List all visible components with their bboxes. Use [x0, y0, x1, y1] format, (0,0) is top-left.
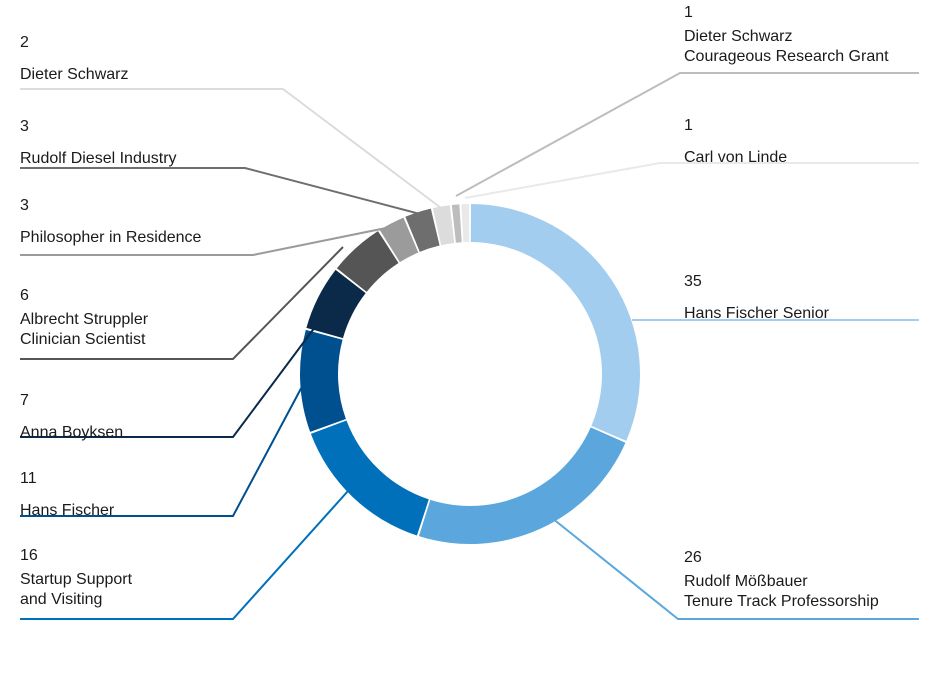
donut-slice-11	[461, 204, 470, 243]
donut-slice-5	[306, 269, 366, 339]
slice-value: 35	[684, 273, 702, 290]
slice-value: 7	[20, 392, 29, 409]
slice-value: 1	[684, 117, 693, 134]
slice-value: 16	[20, 547, 38, 564]
donut-slice-8	[405, 208, 440, 252]
leader-line-4	[20, 380, 306, 517]
slice-name-line: Carl von Linde	[684, 149, 788, 166]
slice-name-line: Courageous Research Grant	[684, 48, 889, 65]
donut-slice-9	[432, 205, 455, 246]
leader-line-9	[20, 88, 442, 209]
donut-slice-10	[451, 204, 462, 243]
leader-line-8	[20, 167, 421, 215]
slice-name-line: Rudolf Diesel Industry	[20, 150, 177, 167]
slice-name-line: Philosopher in Residence	[20, 229, 202, 246]
donut-slice-2	[418, 427, 626, 544]
slice-name-line: and Visiting	[20, 591, 103, 608]
leader-line-7	[20, 227, 387, 256]
leader-line-2	[551, 517, 919, 620]
slice-name-line: Dieter Schwarz	[20, 66, 129, 83]
slice-value: 3	[20, 118, 29, 135]
slice-name-line: Startup Support	[20, 571, 133, 588]
slice-name-line: Dieter Schwarz	[684, 28, 793, 45]
slice-name-line: Albrecht Struppler	[20, 311, 149, 328]
slice-value: 26	[684, 549, 702, 566]
donut-slice-3	[310, 420, 429, 536]
leader-line-3	[20, 490, 349, 620]
donut-slice-1	[470, 204, 640, 441]
leader-line-6	[20, 246, 344, 360]
slice-value: 1	[684, 4, 693, 21]
slice-name-line: Tenure Track Professorship	[684, 593, 879, 610]
slice-value: 6	[20, 287, 29, 304]
slice-name-line: Hans Fischer	[20, 502, 115, 519]
leader-line-5	[20, 310, 328, 438]
donut-slice-4	[299, 329, 346, 432]
donut-slice-6	[336, 231, 399, 292]
slice-name-line: Anna Boyksen	[20, 424, 124, 441]
leader-line-11	[464, 162, 919, 199]
slice-name-line: Hans Fischer Senior	[684, 305, 829, 322]
leader-line-10	[455, 72, 919, 197]
slice-value: 11	[20, 470, 37, 487]
donut-slice-7	[379, 217, 419, 263]
slice-name-line: Clinician Scientist	[20, 331, 146, 348]
slice-value: 2	[20, 34, 29, 51]
slice-value: 3	[20, 197, 29, 214]
slice-name-line: Rudolf Mößbauer	[684, 573, 808, 590]
